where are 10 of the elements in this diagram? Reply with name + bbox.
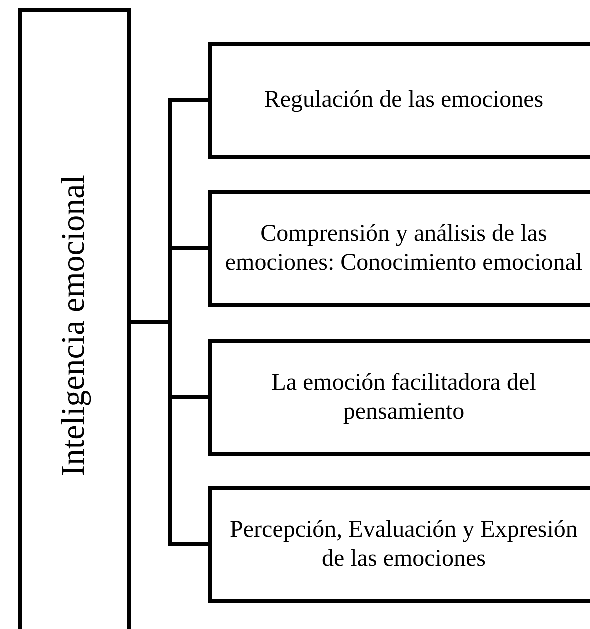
box-text: Percepción, Evaluación y Expresión de las emociones: [229, 516, 579, 574]
branch-box: [208, 486, 590, 603]
box-text: La emoción facilitadora del pensamiento: [270, 368, 538, 426]
vertical-title: Inteligencia emocional: [54, 175, 93, 477]
branch-box: [208, 42, 590, 159]
branch-box: [208, 339, 590, 456]
box-text: Comprensión y análisis de las emociones: Conocimiento emocional: [224, 220, 584, 278]
category-box: [18, 8, 131, 629]
box-text: Regulación de las emociones: [264, 86, 544, 115]
branch-box: [208, 190, 590, 307]
